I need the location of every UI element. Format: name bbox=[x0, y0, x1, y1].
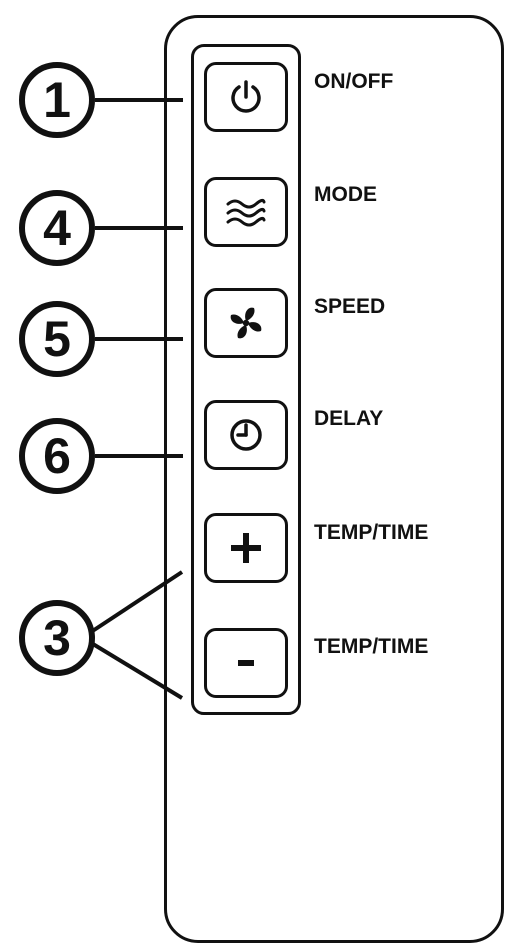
callout-6: 6 bbox=[19, 418, 95, 494]
plus-icon bbox=[231, 533, 261, 563]
clock-icon bbox=[230, 419, 262, 451]
temp-up-button[interactable] bbox=[204, 513, 288, 583]
leader-line-temp-up bbox=[86, 570, 184, 636]
callout-5: 5 bbox=[19, 301, 95, 377]
fan-icon bbox=[230, 307, 262, 339]
label-speed: SPEED bbox=[314, 295, 386, 318]
label-delay: DELAY bbox=[314, 407, 384, 430]
label-temp-down: TEMP/TIME bbox=[314, 635, 429, 658]
remote-body bbox=[164, 15, 504, 943]
waves-icon bbox=[226, 198, 266, 227]
callout-4: 4 bbox=[19, 190, 95, 266]
label-power: ON/OFF bbox=[314, 70, 394, 93]
callout-1: 1 bbox=[19, 62, 95, 138]
label-temp-up: TEMP/TIME bbox=[314, 521, 429, 544]
callout-3: 3 bbox=[19, 600, 95, 676]
power-button[interactable] bbox=[204, 62, 288, 132]
delay-button[interactable] bbox=[204, 400, 288, 470]
mode-button[interactable] bbox=[204, 177, 288, 247]
minus-icon bbox=[238, 660, 254, 666]
label-mode: MODE bbox=[314, 183, 377, 206]
leader-line-temp-down bbox=[86, 639, 184, 700]
button-panel bbox=[191, 44, 301, 715]
power-icon bbox=[231, 80, 261, 113]
speed-button[interactable] bbox=[204, 288, 288, 358]
temp-down-button[interactable] bbox=[204, 628, 288, 698]
